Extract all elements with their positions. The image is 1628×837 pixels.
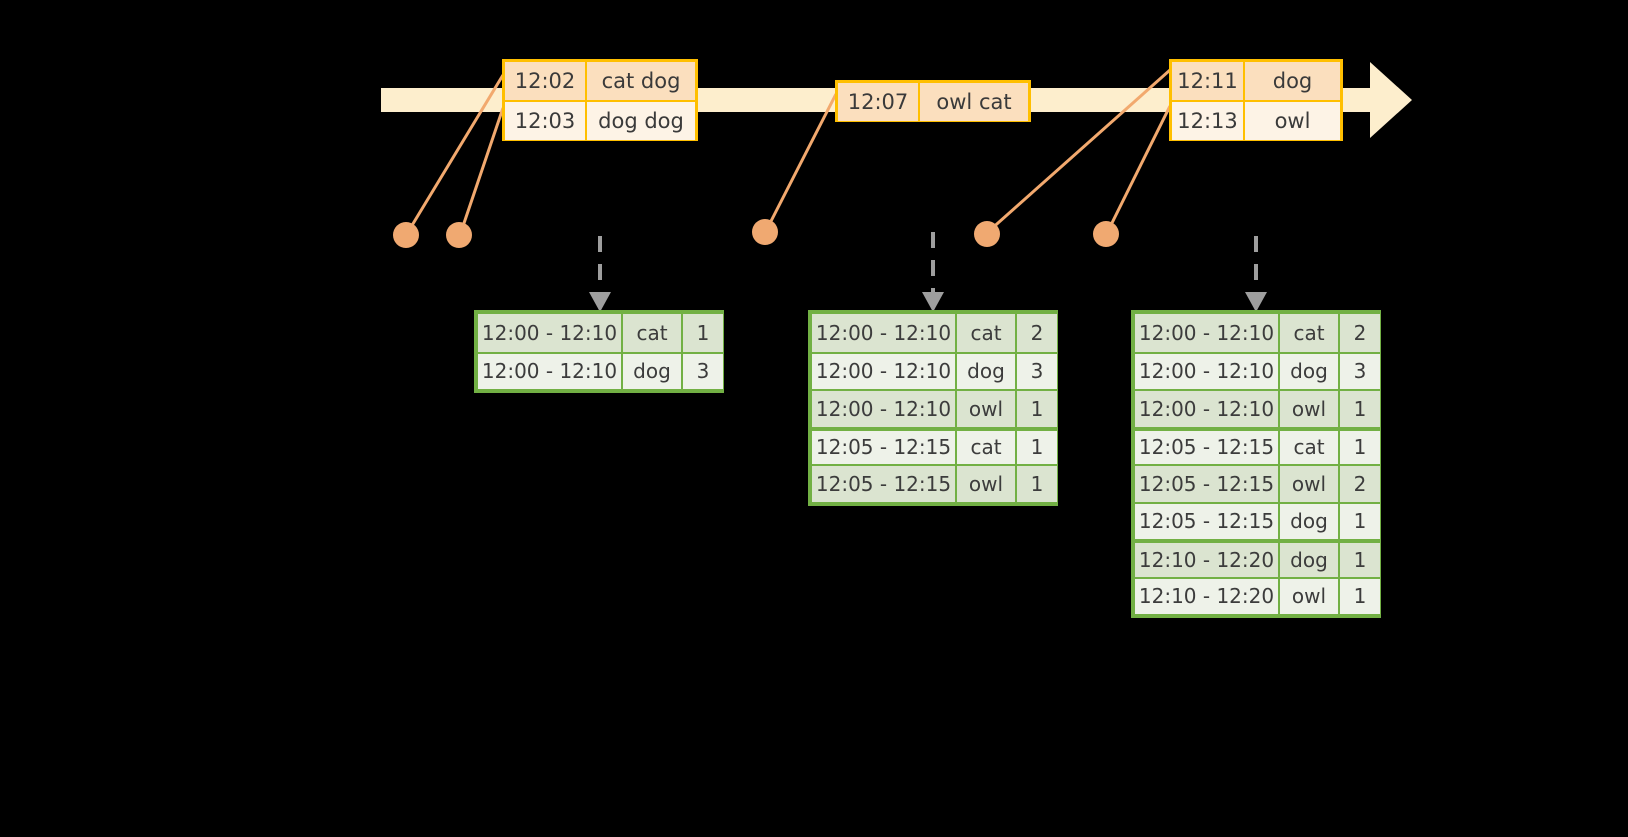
key-cell: cat bbox=[623, 314, 683, 352]
table-row[interactable]: 12:05 - 12:15 dog 1 bbox=[1135, 501, 1380, 539]
event-words: dog dog bbox=[587, 102, 695, 140]
connector-dot-4 bbox=[974, 221, 1000, 247]
key-cell: owl bbox=[957, 466, 1017, 502]
table-row[interactable]: 12:00 - 12:10 owl 1 bbox=[812, 389, 1057, 427]
window-cell: 12:00 - 12:10 bbox=[478, 353, 623, 389]
connector-dot-5 bbox=[1093, 221, 1119, 247]
flow-arrow-1 bbox=[589, 236, 611, 312]
count-cell: 3 bbox=[683, 353, 723, 389]
key-cell: cat bbox=[957, 430, 1017, 464]
window-cell: 12:05 - 12:15 bbox=[1135, 503, 1280, 539]
event-row[interactable]: 12:02 cat dog bbox=[505, 62, 695, 100]
count-cell: 1 bbox=[1340, 578, 1380, 614]
window-cell: 12:00 - 12:10 bbox=[812, 314, 957, 352]
key-cell: cat bbox=[1280, 314, 1340, 352]
event-group-3[interactable]: 12:11 dog 12:13 owl bbox=[1169, 59, 1343, 141]
event-time: 12:11 bbox=[1172, 62, 1245, 100]
count-cell: 1 bbox=[1340, 543, 1380, 577]
window-cell: 12:00 - 12:10 bbox=[1135, 391, 1280, 427]
result-table-2[interactable]: 12:00 - 12:10 cat 2 12:00 - 12:10 dog 3 … bbox=[808, 310, 1058, 506]
result-table-3[interactable]: 12:00 - 12:10 cat 2 12:00 - 12:10 dog 3 … bbox=[1131, 310, 1381, 618]
table-row[interactable]: 12:10 - 12:20 dog 1 bbox=[1135, 539, 1380, 577]
key-cell: owl bbox=[1280, 466, 1340, 502]
event-group-2[interactable]: 12:07 owl cat bbox=[835, 80, 1031, 122]
flow-arrow-2 bbox=[922, 232, 944, 312]
window-cell: 12:00 - 12:10 bbox=[812, 391, 957, 427]
event-row[interactable]: 12:03 dog dog bbox=[505, 100, 695, 140]
table-row[interactable]: 12:05 - 12:15 owl 2 bbox=[1135, 464, 1380, 502]
event-words: owl bbox=[1245, 102, 1340, 140]
table-row[interactable]: 12:00 - 12:10 dog 3 bbox=[478, 351, 723, 389]
connector-line-3 bbox=[765, 93, 838, 230]
key-cell: dog bbox=[1280, 543, 1340, 577]
connector-dot-2 bbox=[446, 222, 472, 248]
key-cell: owl bbox=[1280, 578, 1340, 614]
window-cell: 12:05 - 12:15 bbox=[812, 430, 957, 464]
table-row[interactable]: 12:10 - 12:20 owl 1 bbox=[1135, 576, 1380, 614]
event-group-1[interactable]: 12:02 cat dog 12:03 dog dog bbox=[502, 59, 698, 141]
table-row[interactable]: 12:00 - 12:10 cat 1 bbox=[478, 314, 723, 352]
event-time: 12:07 bbox=[838, 83, 920, 121]
window-cell: 12:05 - 12:15 bbox=[1135, 430, 1280, 464]
key-cell: dog bbox=[957, 353, 1017, 389]
flow-arrow-3 bbox=[1245, 236, 1267, 312]
count-cell: 1 bbox=[1340, 430, 1380, 464]
event-time: 12:02 bbox=[505, 62, 587, 100]
connector-dots bbox=[393, 219, 1119, 248]
table-row[interactable]: 12:05 - 12:15 owl 1 bbox=[812, 464, 1057, 502]
key-cell: owl bbox=[1280, 391, 1340, 427]
connector-dot-3 bbox=[752, 219, 778, 245]
key-cell: dog bbox=[1280, 353, 1340, 389]
event-words: owl cat bbox=[920, 83, 1028, 121]
count-cell: 2 bbox=[1340, 466, 1380, 502]
table-row[interactable]: 12:00 - 12:10 owl 1 bbox=[1135, 389, 1380, 427]
connector-dot-1 bbox=[393, 222, 419, 248]
window-cell: 12:05 - 12:15 bbox=[1135, 466, 1280, 502]
window-cell: 12:10 - 12:20 bbox=[1135, 543, 1280, 577]
connector-line-2 bbox=[459, 107, 505, 233]
event-row[interactable]: 12:07 owl cat bbox=[838, 83, 1028, 121]
event-words: cat dog bbox=[587, 62, 695, 100]
table-row[interactable]: 12:05 - 12:15 cat 1 bbox=[1135, 426, 1380, 464]
count-cell: 2 bbox=[1340, 314, 1380, 352]
window-cell: 12:00 - 12:10 bbox=[1135, 314, 1280, 352]
window-cell: 12:00 - 12:10 bbox=[1135, 353, 1280, 389]
table-row[interactable]: 12:00 - 12:10 cat 2 bbox=[812, 314, 1057, 352]
event-time: 12:13 bbox=[1172, 102, 1245, 140]
key-cell: cat bbox=[957, 314, 1017, 352]
table-row[interactable]: 12:05 - 12:15 cat 1 bbox=[812, 426, 1057, 464]
flow-arrows bbox=[589, 232, 1267, 312]
window-cell: 12:00 - 12:10 bbox=[478, 314, 623, 352]
window-cell: 12:10 - 12:20 bbox=[1135, 578, 1280, 614]
key-cell: cat bbox=[1280, 430, 1340, 464]
event-words: dog bbox=[1245, 62, 1340, 100]
count-cell: 1 bbox=[1340, 503, 1380, 539]
event-time: 12:03 bbox=[505, 102, 587, 140]
key-cell: owl bbox=[957, 391, 1017, 427]
count-cell: 1 bbox=[1017, 391, 1057, 427]
key-cell: dog bbox=[1280, 503, 1340, 539]
window-cell: 12:00 - 12:10 bbox=[812, 353, 957, 389]
count-cell: 1 bbox=[1017, 466, 1057, 502]
key-cell: dog bbox=[623, 353, 683, 389]
count-cell: 2 bbox=[1017, 314, 1057, 352]
result-table-1[interactable]: 12:00 - 12:10 cat 1 12:00 - 12:10 dog 3 bbox=[474, 310, 724, 393]
event-row[interactable]: 12:13 owl bbox=[1172, 100, 1340, 140]
connector-line-1 bbox=[406, 74, 505, 233]
count-cell: 1 bbox=[683, 314, 723, 352]
table-row[interactable]: 12:00 - 12:10 dog 3 bbox=[812, 351, 1057, 389]
table-row[interactable]: 12:00 - 12:10 cat 2 bbox=[1135, 314, 1380, 352]
count-cell: 3 bbox=[1340, 353, 1380, 389]
connector-line-5 bbox=[1106, 105, 1172, 232]
event-row[interactable]: 12:11 dog bbox=[1172, 62, 1340, 100]
count-cell: 1 bbox=[1340, 391, 1380, 427]
window-cell: 12:05 - 12:15 bbox=[812, 466, 957, 502]
count-cell: 3 bbox=[1017, 353, 1057, 389]
count-cell: 1 bbox=[1017, 430, 1057, 464]
table-row[interactable]: 12:00 - 12:10 dog 3 bbox=[1135, 351, 1380, 389]
